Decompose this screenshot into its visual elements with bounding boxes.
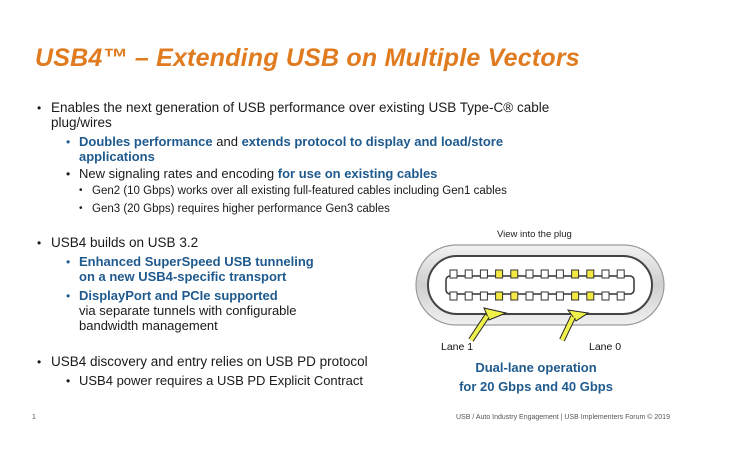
- highspeed-pin: [510, 269, 519, 279]
- sub-bullet-displayport-pcie: DisplayPort and PCIe supported via separ…: [79, 288, 339, 333]
- highspeed-pin: [571, 269, 580, 279]
- page-number: 1: [32, 414, 36, 421]
- tongue: [445, 275, 635, 295]
- highspeed-pin: [495, 269, 504, 279]
- bullet-dot: •: [66, 167, 71, 181]
- sub-bullet-doubles-performance: Doubles performance and extends protocol…: [79, 134, 549, 164]
- and-text: and: [212, 134, 242, 149]
- footer-text: USB / Auto Industry Engagement | USB Imp…: [456, 414, 670, 421]
- bullet-dot: •: [37, 101, 42, 115]
- sub-bullet-enhanced-tunneling: Enhanced SuperSpeed USB tunneling on a n…: [79, 254, 314, 284]
- new-signaling-text: New signaling rates and encoding: [79, 166, 278, 181]
- bullet-dot: •: [37, 355, 42, 369]
- pin: [525, 269, 534, 279]
- dual-lane-line-1: Dual-lane operation: [475, 360, 597, 375]
- pin: [464, 269, 473, 279]
- pin: [540, 269, 549, 279]
- highspeed-pin: [571, 291, 580, 301]
- diagram-caption: View into the plug: [497, 229, 572, 240]
- bullet-enables-next-gen: Enables the next generation of USB perfo…: [51, 100, 550, 130]
- bullet-usb4-discovery: USB4 discovery and entry relies on USB P…: [51, 354, 368, 369]
- dual-lane-caption: Dual-lane operation for 20 Gbps and 40 G…: [446, 358, 626, 396]
- pin: [616, 291, 625, 301]
- doubles-performance-text: Doubles performance: [79, 134, 213, 149]
- slide-title: USB4™ – Extending USB on Multiple Vector…: [35, 44, 580, 72]
- highspeed-pin: [510, 291, 519, 301]
- pin: [601, 269, 610, 279]
- sub-bullet-usb4-power: USB4 power requires a USB PD Explicit Co…: [79, 373, 363, 388]
- extends-protocol-text: extends protocol to display and load/sto…: [79, 134, 504, 164]
- pin: [449, 291, 458, 301]
- sub-sub-bullet-gen3: Gen3 (20 Gbps) requires higher performan…: [92, 203, 390, 215]
- pin: [555, 269, 564, 279]
- pin: [464, 291, 473, 301]
- bullet-dot: •: [66, 255, 71, 269]
- lane-0-arrow: [559, 309, 590, 342]
- pin: [616, 269, 625, 279]
- bullet-dot: •: [79, 185, 83, 196]
- dual-lane-line-2: for 20 Gbps and 40 Gbps: [459, 379, 613, 394]
- sub-bullet-new-signaling: New signaling rates and encoding for use…: [79, 166, 559, 181]
- bullet-dot: •: [66, 289, 71, 303]
- existing-cables-text: for use on existing cables: [277, 166, 438, 181]
- displayport-pcie-text: DisplayPort and PCIe supported: [79, 288, 278, 303]
- bullet-dot: •: [37, 236, 42, 250]
- pin: [449, 269, 458, 279]
- pin: [479, 291, 488, 301]
- highspeed-pin: [586, 291, 595, 301]
- pin: [540, 291, 549, 301]
- highspeed-pin: [495, 291, 504, 301]
- lane-0-label: Lane 0: [589, 341, 622, 353]
- usb-c-plug-diagram: [415, 244, 665, 342]
- pin: [555, 291, 564, 301]
- bullet-dot: •: [66, 374, 71, 388]
- bullet-usb4-builds: USB4 builds on USB 3.2: [51, 235, 199, 250]
- bullet-dot: •: [66, 135, 71, 149]
- bullet-dot: •: [79, 203, 83, 214]
- highspeed-pin: [586, 269, 595, 279]
- pin: [479, 269, 488, 279]
- lane-1-arrow: [468, 307, 508, 342]
- sub-sub-bullet-gen2: Gen2 (10 Gbps) works over all existing f…: [92, 185, 507, 197]
- separate-tunnels-text: via separate tunnels with configurable b…: [79, 303, 297, 333]
- pin: [601, 291, 610, 301]
- contact-pins: [449, 269, 625, 301]
- lane-1-label: Lane 1: [441, 341, 474, 353]
- pin: [525, 291, 534, 301]
